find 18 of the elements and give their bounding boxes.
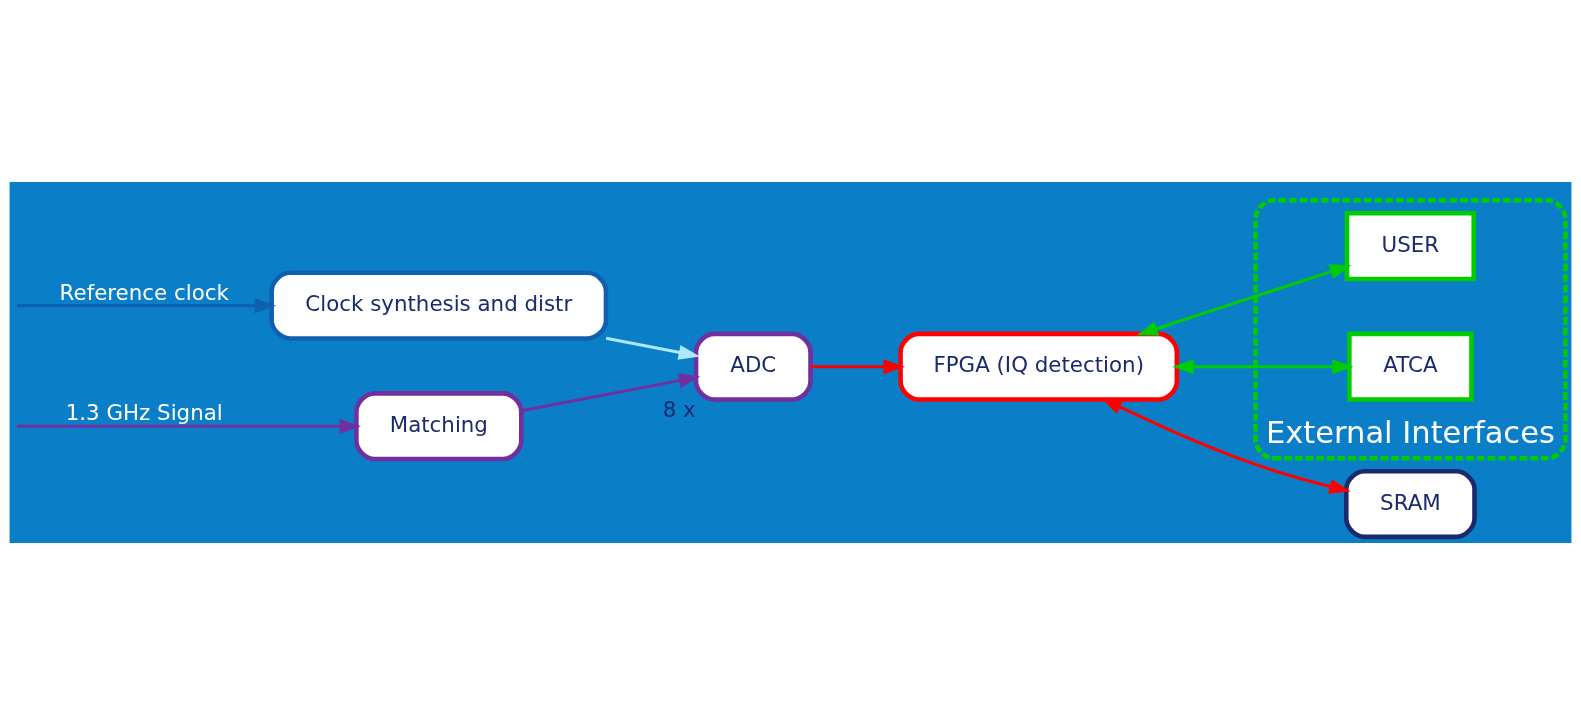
node-box: USER [1344,211,1477,282]
node-box: FPGA (IQ detection) [898,331,1180,402]
node-box: Matching [354,391,524,462]
arrow [810,359,905,375]
node-box: SRAM [1344,468,1477,540]
node-label: 8 x [662,396,696,422]
arrow [16,418,361,434]
node-box: Clock synthesis and distr [269,270,609,341]
arrow [1172,359,1354,375]
arrow [605,336,701,360]
arrow [1100,397,1351,494]
node-box: ADC [693,331,813,402]
arrow [1136,264,1352,336]
arrow [521,373,701,413]
edge-label: 1.3 GHz Signal [65,400,223,426]
arrow [16,298,276,314]
edge-label: Reference clock [59,279,229,305]
node-box: ATCA [1347,331,1474,402]
